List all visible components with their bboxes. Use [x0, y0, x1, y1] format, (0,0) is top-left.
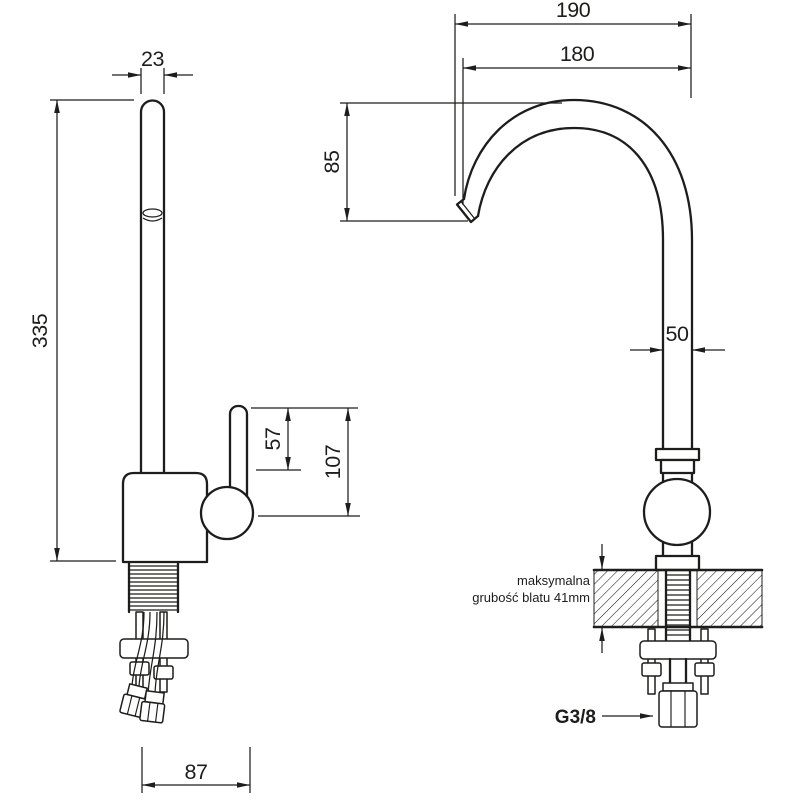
dim-spout-diameter-label: 23: [141, 47, 164, 71]
body-ring-upper: [654, 447, 701, 462]
dim-lever-assembly-label: 107: [321, 445, 345, 479]
front-mounting-hardware: [639, 628, 717, 728]
counter-note-line2: grubość blatu 41mm: [472, 590, 590, 605]
dim-body-diameter-label: 50: [666, 322, 689, 346]
thread-size-label: G3/8: [555, 707, 596, 728]
mounting-bracket: [639, 640, 717, 660]
dim-total-height-label: 335: [28, 313, 52, 348]
dim-base-depth: 87: [141, 747, 251, 793]
front-spout-outer: [462, 98, 694, 454]
thread-connector-hex: [658, 690, 698, 728]
dim-spout-drop-label: 85: [320, 150, 344, 173]
counter-thickness-note: maksymalna grubość blatu 41mm: [472, 544, 605, 653]
base-flange: [654, 554, 701, 572]
dim-overall-width: 190: [454, 0, 692, 196]
side-view: 23 335 57 107 87: [28, 47, 360, 793]
hose-fitting: [139, 690, 166, 724]
mounting-nut: [694, 662, 715, 677]
dim-body-diameter: 50: [630, 322, 725, 353]
side-body: [121, 471, 209, 564]
front-handle-ball: [642, 477, 712, 547]
dim-lever: 57 107: [251, 407, 360, 517]
dim-spout-drop: 85: [320, 102, 562, 222]
hose-fitting: [119, 683, 148, 719]
front-spout-inner: [476, 126, 665, 454]
dim-base-depth-label: 87: [185, 760, 208, 784]
spout-tip: [455, 197, 480, 224]
mounting-nut: [129, 661, 150, 676]
mounting-nut: [153, 665, 174, 680]
fitting-collar: [662, 682, 694, 692]
side-hoses: [119, 611, 166, 724]
front-view: 190 180 85 50 maksymalna grubość blatu 4…: [320, 0, 764, 728]
counter-note-line1: maksymalna: [517, 573, 591, 588]
side-threaded-shank: [127, 560, 180, 614]
dim-spout-reach: 180: [462, 42, 691, 205]
mounting-nut: [641, 662, 662, 677]
front-threaded-shank: [664, 568, 692, 643]
side-handle-joint: [199, 485, 255, 541]
side-spout-pipe: [139, 99, 166, 475]
aerator-detail-line: [142, 217, 163, 222]
countertop-section: [592, 568, 764, 629]
thread-size-callout: G3/8: [555, 707, 653, 728]
aerator-detail: [142, 208, 163, 218]
dim-total-height: 335: [28, 99, 134, 562]
dim-spout-diameter: 23: [112, 47, 193, 94]
dim-overall-width-label: 190: [556, 0, 591, 22]
dim-spout-reach-label: 180: [560, 42, 595, 66]
body-ring-lower: [659, 458, 696, 475]
dim-lever-length-label: 57: [261, 428, 285, 451]
